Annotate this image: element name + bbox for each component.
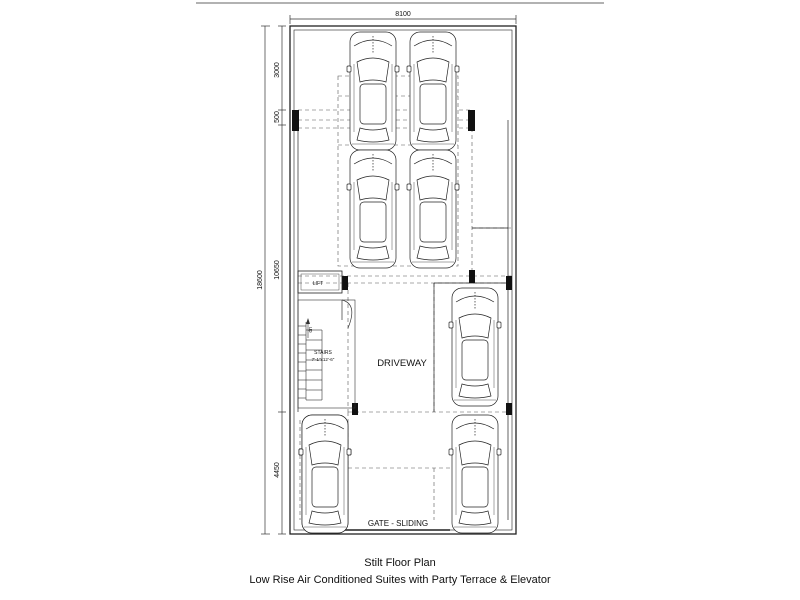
dim-height-total: 18600 xyxy=(257,270,264,290)
stairs-size-label: 7'-1"x12'-6" xyxy=(312,357,335,362)
dimension-lines xyxy=(261,15,517,535)
plan-title: Stilt Floor Plan xyxy=(364,557,436,569)
car-5 xyxy=(448,287,502,407)
staircase xyxy=(297,299,356,409)
dim-seg-gap: 500 xyxy=(274,111,281,123)
stairs-up-label: up xyxy=(307,327,313,333)
gate-label: GATE - SLIDING xyxy=(368,519,428,528)
car-2 xyxy=(406,31,460,151)
car-1 xyxy=(346,31,400,151)
dim-seg-mid: 10650 xyxy=(274,260,281,280)
structural-columns xyxy=(292,110,512,415)
plan-subtitle: Low Rise Air Conditioned Suites with Par… xyxy=(249,574,551,586)
stairs-up-arrow xyxy=(306,318,310,324)
dim-seg-bottom: 4450 xyxy=(274,462,281,478)
car-7 xyxy=(448,414,502,534)
car-8 xyxy=(298,414,352,534)
parked-cars xyxy=(298,31,502,534)
dim-width-total: 8100 xyxy=(395,11,411,18)
lift-door-swing xyxy=(341,299,353,329)
driveway-label: DRIVEWAY xyxy=(377,358,427,369)
dim-seg-top: 3000 xyxy=(274,62,281,78)
stairs-label: STAIRS xyxy=(314,350,332,356)
car-3 xyxy=(346,149,400,269)
lift-shaft xyxy=(297,270,343,294)
car-4 xyxy=(406,149,460,269)
lift-label: LIFT xyxy=(313,281,323,287)
